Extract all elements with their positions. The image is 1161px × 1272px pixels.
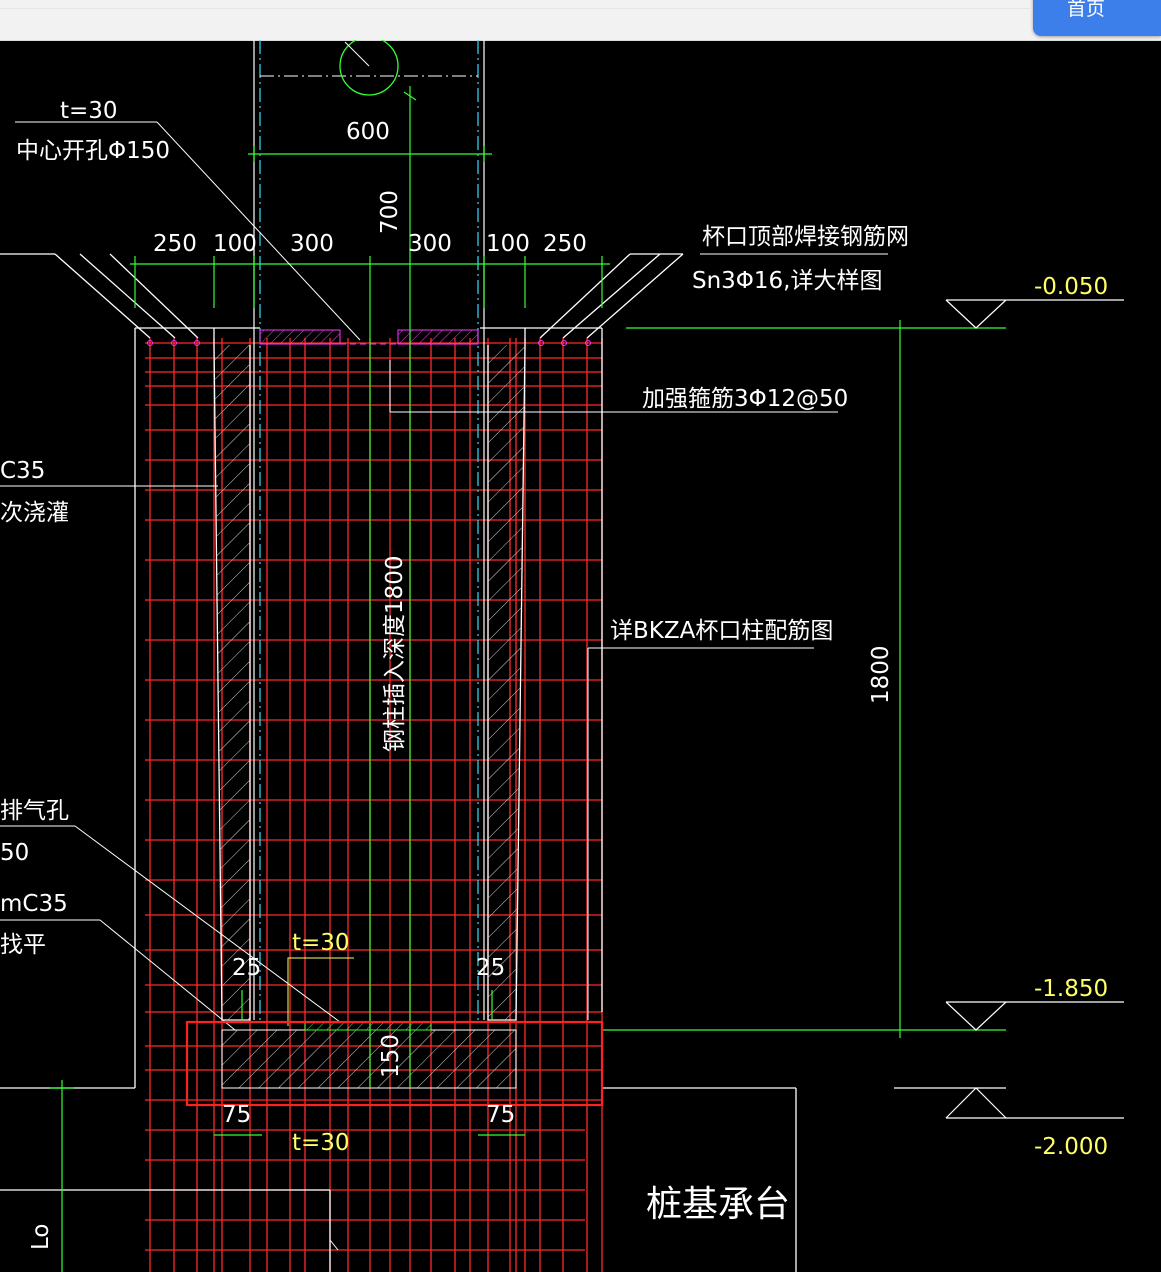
grout-right bbox=[488, 345, 525, 1020]
rebar-grid bbox=[145, 338, 603, 1272]
label-dim-700: 700 bbox=[377, 190, 403, 234]
label-pile-cap: 桩基承台 bbox=[646, 1184, 790, 1225]
cad-drawing: t=30 中心开孔Φ150 600 700 250 100 300 300 10… bbox=[0, 40, 1124, 1272]
label-dim-300-right: 300 bbox=[408, 231, 452, 257]
label-mesh-title: 杯口顶部焊接钢筋网 bbox=[702, 224, 909, 250]
label-lo: Lo bbox=[28, 1224, 54, 1250]
label-dim-75-left: 75 bbox=[222, 1102, 251, 1128]
top-plate bbox=[147, 329, 591, 346]
label-dim-1800: 1800 bbox=[868, 645, 894, 704]
elevation-middle: -1.850 bbox=[1034, 976, 1108, 1002]
label-dim-250-left: 250 bbox=[153, 231, 197, 257]
plate-leader bbox=[287, 957, 354, 1026]
grout-left bbox=[214, 345, 250, 1020]
label-dim-600: 600 bbox=[346, 119, 390, 145]
label-vent-50: 50 bbox=[0, 840, 29, 866]
label-bkza-ref: 详BKZA杯口柱配筋图 bbox=[610, 618, 833, 644]
grout-bottom bbox=[221, 1029, 517, 1089]
label-dim-150: 150 bbox=[378, 1034, 404, 1078]
label-dim-100-left: 100 bbox=[213, 231, 257, 257]
label-grout-pour: 次浇灌 bbox=[0, 500, 69, 526]
label-plate-t: t=30 bbox=[60, 98, 118, 124]
label-dim-100-right: 100 bbox=[486, 231, 530, 257]
label-center-hole: 中心开孔Φ150 bbox=[16, 138, 170, 164]
label-column-depth: 钢柱插入深度1800 bbox=[382, 555, 408, 752]
steel-column bbox=[253, 40, 485, 1020]
dimension-lines bbox=[50, 86, 1006, 1272]
label-vent-hole: 排气孔 bbox=[0, 798, 69, 824]
label-dim-75-right: 75 bbox=[486, 1102, 515, 1128]
bottom-plate bbox=[304, 1021, 432, 1031]
highlight-box bbox=[185, 1020, 604, 1107]
label-lower-t: t=30 bbox=[292, 1130, 350, 1156]
elevation-bottom: -2.000 bbox=[1034, 1134, 1108, 1160]
elevation-symbols bbox=[894, 299, 1124, 1119]
leader-lines bbox=[0, 121, 888, 1251]
label-level-flat: 找平 bbox=[0, 932, 46, 958]
viewer-top-bar: 首页 bbox=[0, 0, 1161, 41]
label-level-c35: mC35 bbox=[0, 891, 68, 917]
label-dim-300-left: 300 bbox=[290, 231, 334, 257]
home-button[interactable]: 首页 bbox=[1033, 0, 1161, 36]
label-mesh-spec: Sn3Φ16,详大样图 bbox=[692, 268, 883, 294]
elevation-top: -0.050 bbox=[1034, 274, 1108, 300]
label-grout-c35: C35 bbox=[0, 458, 45, 484]
top-bar-strip bbox=[0, 8, 1030, 9]
label-dim-250-right: 250 bbox=[543, 231, 587, 257]
label-bottom-plate-t: t=30 bbox=[292, 930, 350, 956]
label-dim-25-right: 25 bbox=[476, 955, 505, 981]
label-stirrup: 加强箍筋3Φ12@50 bbox=[642, 386, 848, 412]
label-dim-25-left: 25 bbox=[232, 955, 261, 981]
